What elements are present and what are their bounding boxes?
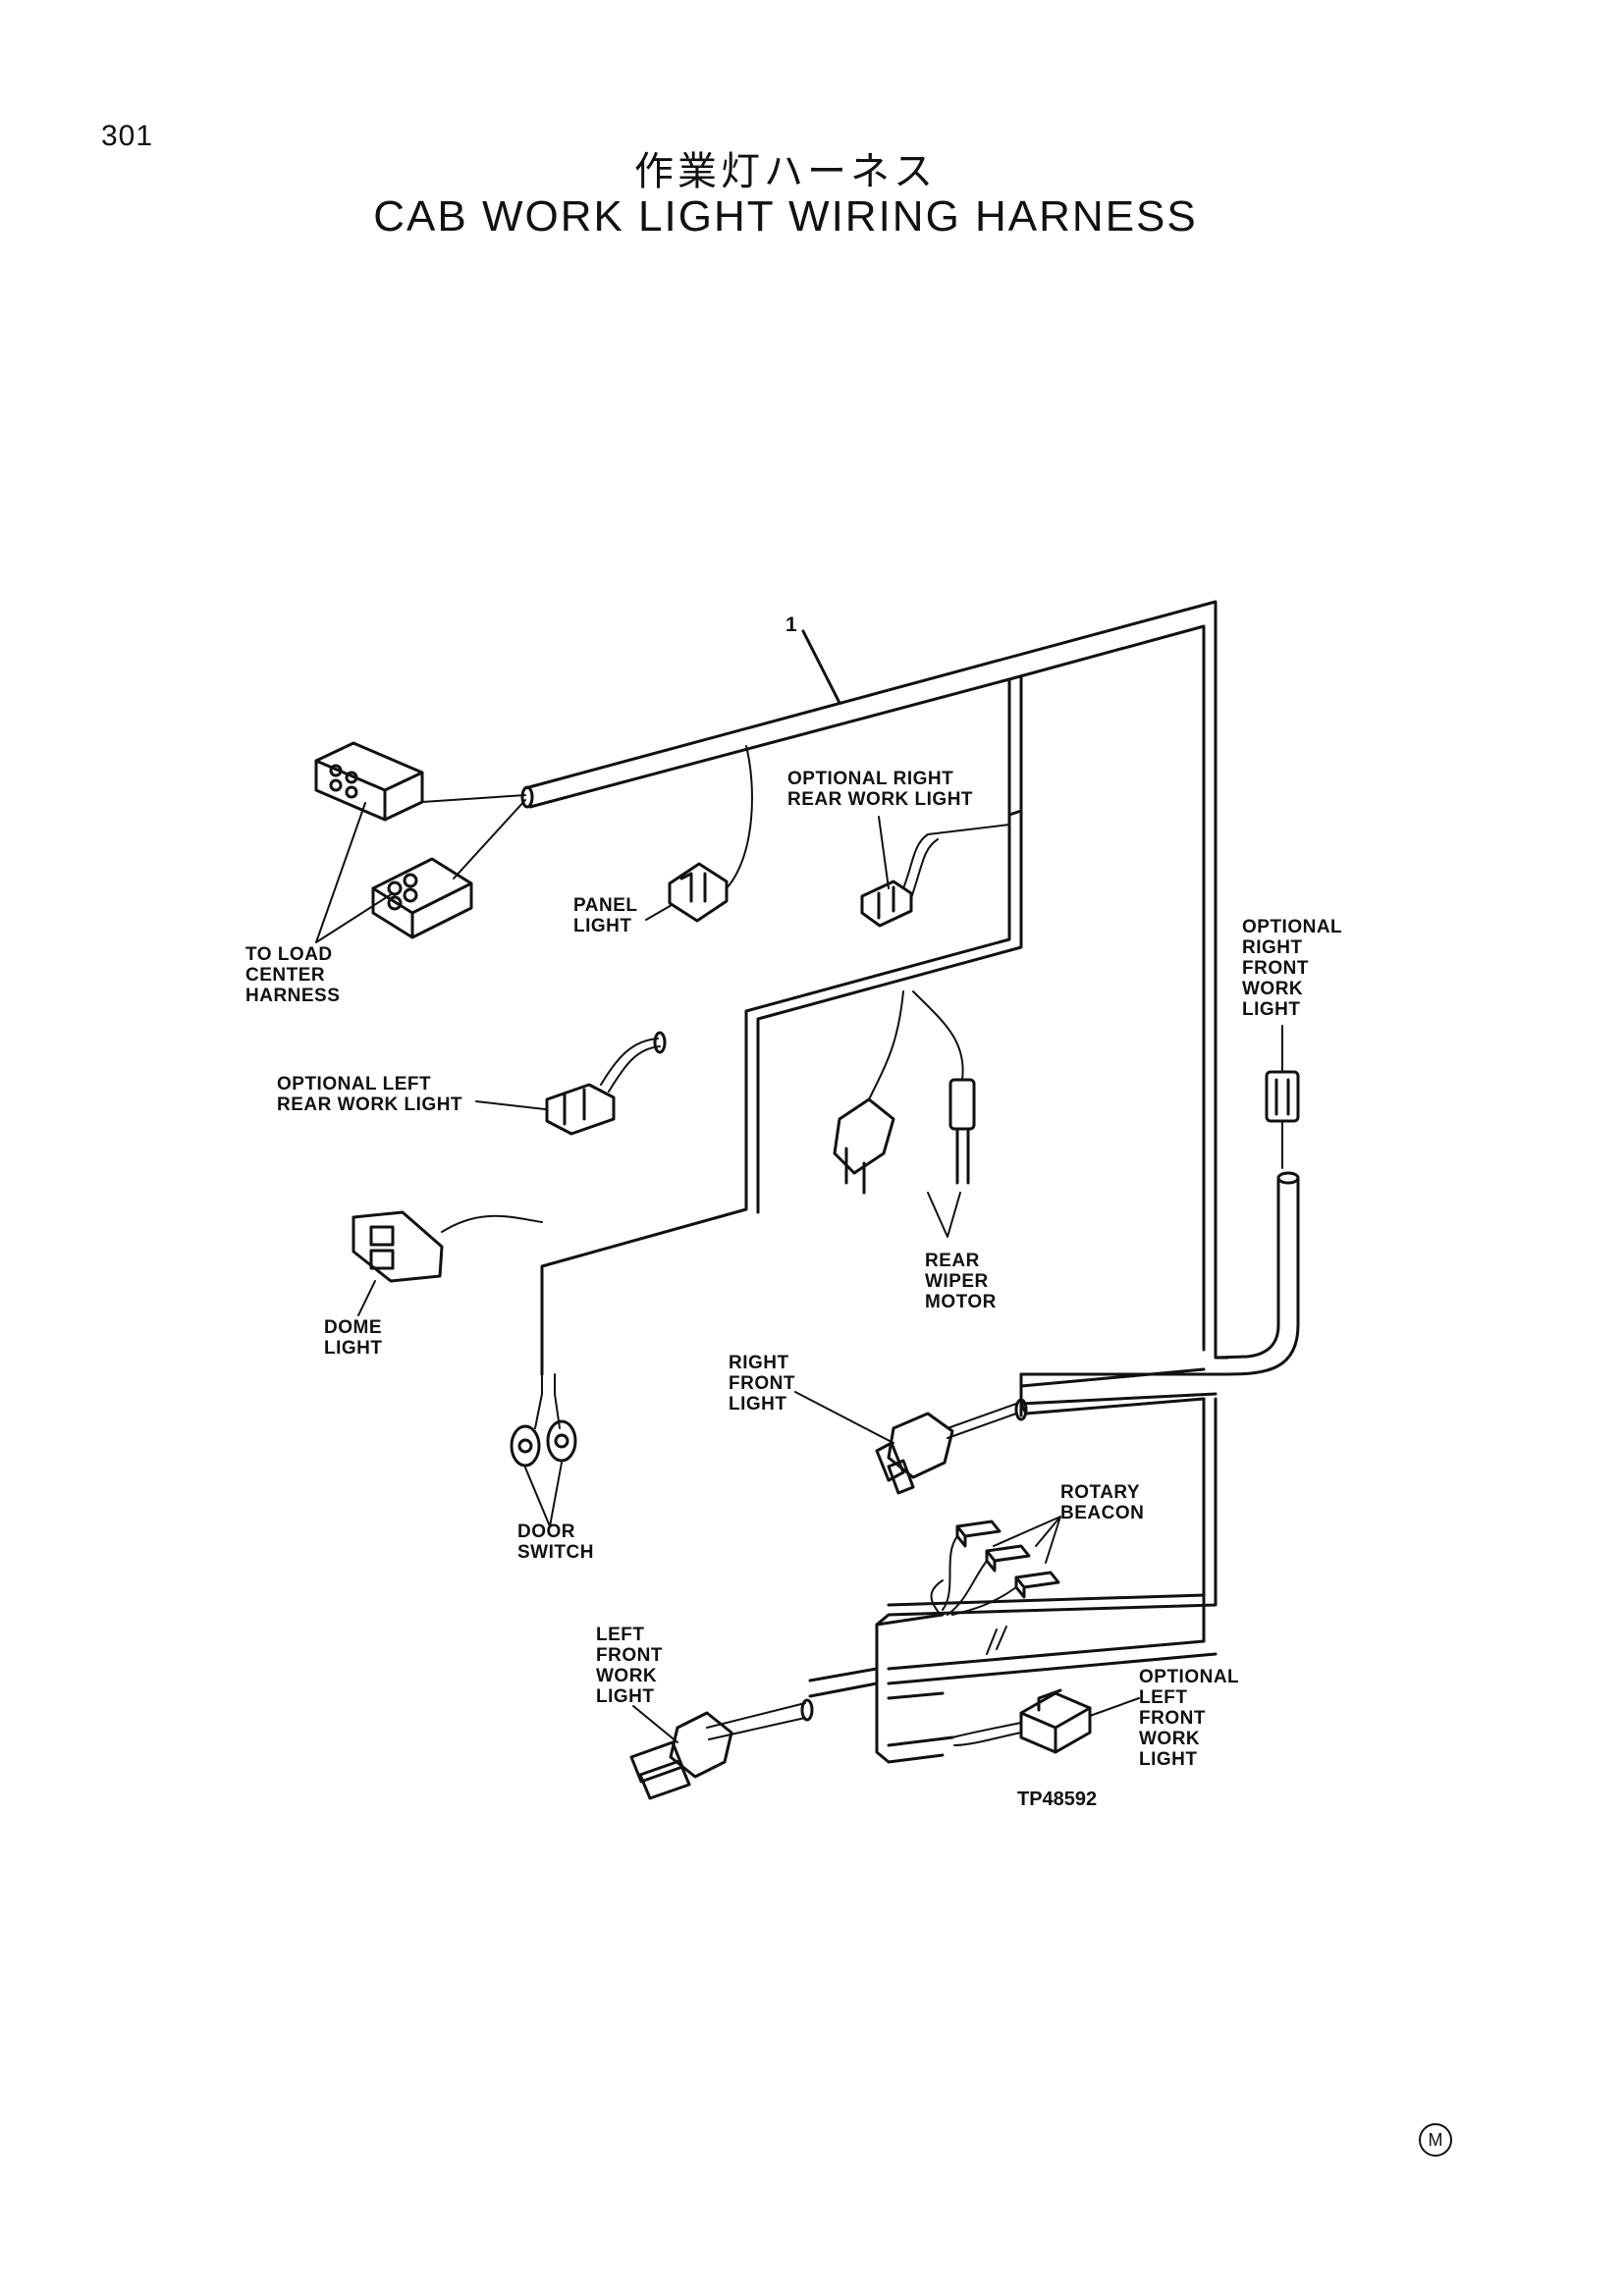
- optional-left-rear-connector: [545, 1031, 667, 1136]
- left-front-leader: [632, 1705, 678, 1743]
- opt-left-front-leader: [1089, 1697, 1140, 1717]
- main-trunk: [520, 600, 1229, 1376]
- label-panel-light: PANEL LIGHT: [573, 895, 638, 936]
- label-door-switch: DOOR SWITCH: [517, 1522, 594, 1563]
- load-center-leader: [315, 802, 394, 943]
- load-center-connector-1: [314, 741, 526, 822]
- label-right-front-light: RIGHT FRONT LIGHT: [729, 1353, 795, 1415]
- page-title-japanese: 作業灯ハーネス: [634, 149, 937, 194]
- label-optional-right-front: OPTIONAL RIGHT FRONT WORK LIGHT: [1242, 917, 1343, 1020]
- door-switch-terminals: [510, 1373, 577, 1468]
- opt-right-rear-leader: [878, 816, 890, 889]
- opt-left-rear-leader: [475, 1100, 546, 1110]
- manual-mark: M: [1419, 2123, 1452, 2157]
- label-optional-left-front: OPTIONAL LEFT FRONT WORK LIGHT: [1139, 1667, 1240, 1770]
- optional-right-front-connector: [1019, 1070, 1300, 1388]
- rear-wiper-connector-2: [912, 990, 976, 1185]
- label-left-front-light: LEFT FRONT WORK LIGHT: [596, 1625, 663, 1707]
- left-front-light-connector: [629, 1667, 879, 1800]
- load-center-connector-2: [371, 799, 526, 939]
- rotary-beacon-connectors: [930, 1520, 1060, 1616]
- optional-right-rear-connector: [860, 824, 1010, 928]
- optional-left-front-connector: [951, 1688, 1092, 1754]
- panel-light-leader: [645, 904, 673, 921]
- page-title: CAB WORK LIGHT WIRING HARNESS: [373, 192, 1198, 240]
- lower-harness-loop: [875, 1397, 1218, 1764]
- door-switch-leader: [524, 1462, 563, 1527]
- label-optional-left-rear: OPTIONAL LEFT REAR WORK LIGHT: [277, 1074, 463, 1115]
- right-front-light-connector: [875, 1372, 1218, 1495]
- right-front-leader: [794, 1391, 894, 1444]
- label-rotary-beacon: ROTARY BEACON: [1060, 1482, 1145, 1523]
- panel-light-connector: [668, 745, 753, 923]
- label-optional-right-rear: OPTIONAL RIGHT REAR WORK LIGHT: [787, 769, 974, 810]
- label-to-load-center: TO LOAD CENTER HARNESS: [245, 944, 341, 1006]
- rear-wiper-leader: [927, 1192, 961, 1238]
- callout-leader: [801, 629, 841, 705]
- dome-light-leader: [357, 1280, 376, 1316]
- label-rear-wiper-motor: REAR WIPER MOTOR: [925, 1251, 997, 1312]
- dome-light-connector: [352, 1210, 543, 1283]
- page-number: 301: [101, 120, 154, 152]
- figure-reference: TP48592: [1017, 1789, 1098, 1810]
- rear-wiper-connector-1: [833, 990, 904, 1195]
- rotary-beacon-leader: [993, 1516, 1061, 1564]
- label-dome-light: DOME LIGHT: [324, 1317, 383, 1359]
- callout-number: 1: [785, 614, 797, 636]
